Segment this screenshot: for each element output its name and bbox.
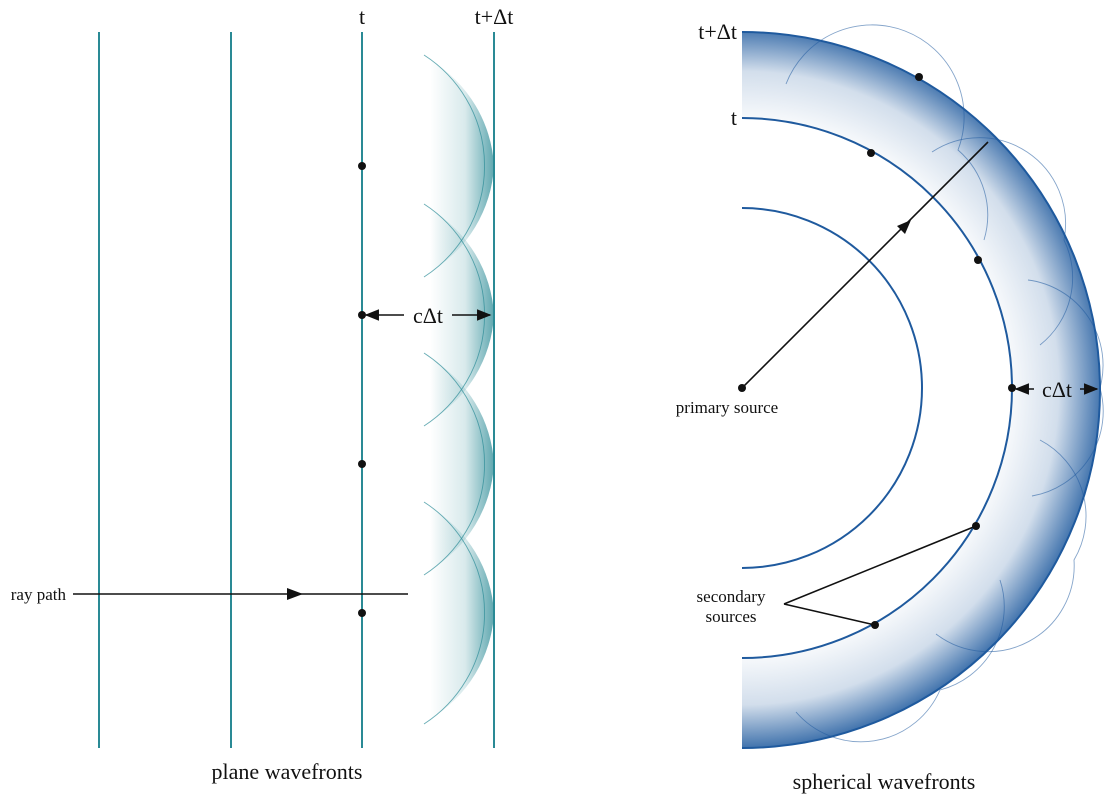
plane-ray-label: ray path xyxy=(11,585,67,604)
plane-wavelet-arcs xyxy=(423,54,486,725)
plane-source-dot-4 xyxy=(358,609,366,617)
spherical-ray-arrowhead xyxy=(897,220,911,234)
plane-wavelet-fill-3 xyxy=(430,358,494,570)
plane-wavefront-lines xyxy=(98,32,495,748)
spherical-label-t: t xyxy=(731,105,737,130)
spherical-wavefront-panel: cΔt t+Δt t primary source secondary sour… xyxy=(676,19,1104,794)
plane-wavelet-fill-1 xyxy=(430,60,494,272)
plane-wavelet-fill-4 xyxy=(430,507,494,719)
plane-source-dot-2 xyxy=(358,311,366,319)
plane-label-t: t xyxy=(359,4,365,29)
plane-wavelet-arc-4 xyxy=(423,501,486,725)
plane-label-t-dt: t+Δt xyxy=(475,4,514,29)
plane-ray-arrowhead xyxy=(287,588,303,600)
plane-source-dot-3 xyxy=(358,460,366,468)
plane-wavefront-panel: cΔt t t+Δt ray path plane wavefronts xyxy=(11,4,514,784)
spherical-wavefront-inner xyxy=(741,207,923,569)
spherical-ray-path xyxy=(741,141,989,389)
secondary-sources-label-line1: secondary xyxy=(697,587,766,606)
spherical-caption: spherical wavefronts xyxy=(793,769,976,794)
spherical-label-t-dt: t+Δt xyxy=(698,19,737,44)
spherical-wavelet-arc-5 xyxy=(795,579,1005,743)
plane-source-dot-1 xyxy=(358,162,366,170)
spherical-wavelet-arc-2 xyxy=(931,137,1074,346)
spherical-front-dot xyxy=(915,73,923,81)
plane-wavelet-arc-1 xyxy=(423,54,486,278)
plane-caption: plane wavefronts xyxy=(212,759,363,784)
spherical-source-dot-2 xyxy=(974,256,982,264)
primary-source-label: primary source xyxy=(676,398,778,417)
spherical-source-dot-1 xyxy=(867,149,875,157)
secondary-pointer-1 xyxy=(783,525,977,605)
spherical-source-dot-3 xyxy=(1008,384,1016,392)
plane-wavelet-shading xyxy=(430,60,494,719)
secondary-sources-label-line2: sources xyxy=(706,607,757,626)
plane-secondary-sources xyxy=(358,162,366,617)
spherical-delta-label: cΔt xyxy=(1042,377,1072,402)
primary-source-dot xyxy=(738,384,746,392)
spherical-wavefront-t-dt xyxy=(741,31,1101,749)
plane-delta-label: cΔt xyxy=(413,303,443,328)
plane-wavelet-arc-3 xyxy=(423,352,486,576)
secondary-pointer-2 xyxy=(783,603,876,626)
spherical-wavelet-shading xyxy=(742,32,1100,748)
spherical-wavelet-arc-1 xyxy=(785,24,989,241)
